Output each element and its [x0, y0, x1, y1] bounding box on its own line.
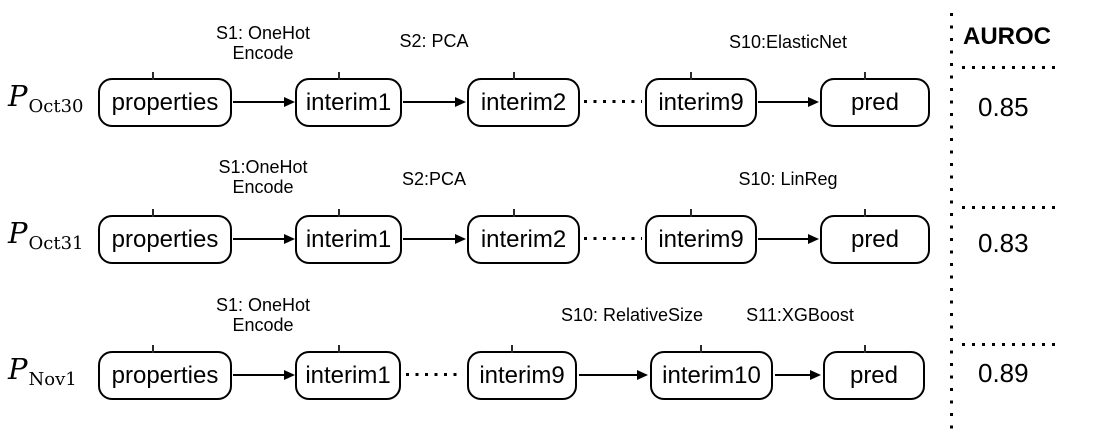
auroc-value-oct30: 0.85 — [978, 92, 1029, 122]
pipeline-letter: P — [8, 216, 28, 250]
dotted-connector — [406, 373, 462, 376]
step-label-s11: S11:XGBoost — [746, 305, 854, 325]
step-label-s10: S10: RelativeSize — [560, 305, 704, 325]
step-label-s2: S2:PCA — [401, 169, 467, 189]
step-label-s1-line1: S1: OneHot — [215, 295, 311, 315]
node-pred: pred — [820, 72, 930, 127]
node-interim9: interim9 — [645, 209, 757, 264]
dotted-connector — [584, 237, 642, 240]
node-interim2: interim2 — [467, 209, 580, 264]
arrow-connector — [758, 97, 819, 107]
node-interim9: interim9 — [467, 345, 577, 400]
pipeline-letter: P — [8, 352, 28, 386]
auroc-value-nov1: 0.89 — [978, 358, 1029, 388]
step-label-s1-line1: S1:OneHot — [218, 157, 308, 177]
step-label-s1-line1: S1: OneHot — [215, 23, 311, 43]
auroc-header: AUROC — [963, 23, 1051, 50]
step-label-s10: S10: LinReg — [738, 169, 838, 189]
step-label-s1: S1: OneHot Encode — [216, 23, 310, 63]
node-interim2: interim2 — [467, 72, 580, 127]
arrow-connector — [233, 234, 295, 244]
step-label-s10: S10:ElasticNet — [728, 32, 848, 52]
step-label-s1-line2: Encode — [232, 315, 294, 335]
arrow-connector — [403, 97, 466, 107]
step-label-s1-line2: Encode — [232, 43, 294, 63]
arrow-connector — [775, 370, 821, 380]
arrow-connector — [758, 234, 819, 244]
step-label-s1-line2: Encode — [232, 177, 294, 197]
dotted-connector — [584, 100, 642, 103]
arrow-connector — [579, 370, 648, 380]
node-interim10: interim10 — [650, 345, 773, 400]
pipeline-subscript: Oct30 — [28, 96, 84, 117]
step-label-s1: S1:OneHot Encode — [218, 157, 307, 197]
node-interim1: interim1 — [295, 209, 402, 264]
node-pred: pred — [823, 345, 925, 400]
node-interim1: interim1 — [295, 72, 402, 127]
arrow-connector — [403, 234, 466, 244]
auroc-separator — [962, 343, 1057, 346]
pipeline-letter: P — [8, 79, 28, 113]
node-pred: pred — [820, 209, 930, 264]
auroc-separator — [962, 206, 1057, 209]
pipeline-subscript: Oct31 — [28, 233, 84, 254]
node-properties: properties — [98, 72, 232, 127]
auroc-separator — [962, 66, 1057, 69]
node-interim9: interim9 — [645, 72, 757, 127]
arrow-connector — [233, 97, 295, 107]
node-interim1: interim1 — [295, 345, 401, 400]
node-properties: properties — [98, 209, 232, 264]
pipeline-label-nov1: PNov1 — [8, 353, 77, 391]
pipeline-subscript: Nov1 — [28, 369, 77, 390]
step-label-s2: S2: PCA — [399, 31, 469, 51]
node-properties: properties — [98, 345, 232, 400]
step-label-s1: S1: OneHot Encode — [216, 295, 310, 335]
auroc-value-oct31: 0.83 — [978, 228, 1029, 258]
auroc-divider-line — [950, 13, 953, 430]
pipeline-label-oct30: POct30 — [8, 80, 84, 118]
pipeline-label-oct31: POct31 — [8, 217, 84, 255]
arrow-connector — [233, 370, 295, 380]
